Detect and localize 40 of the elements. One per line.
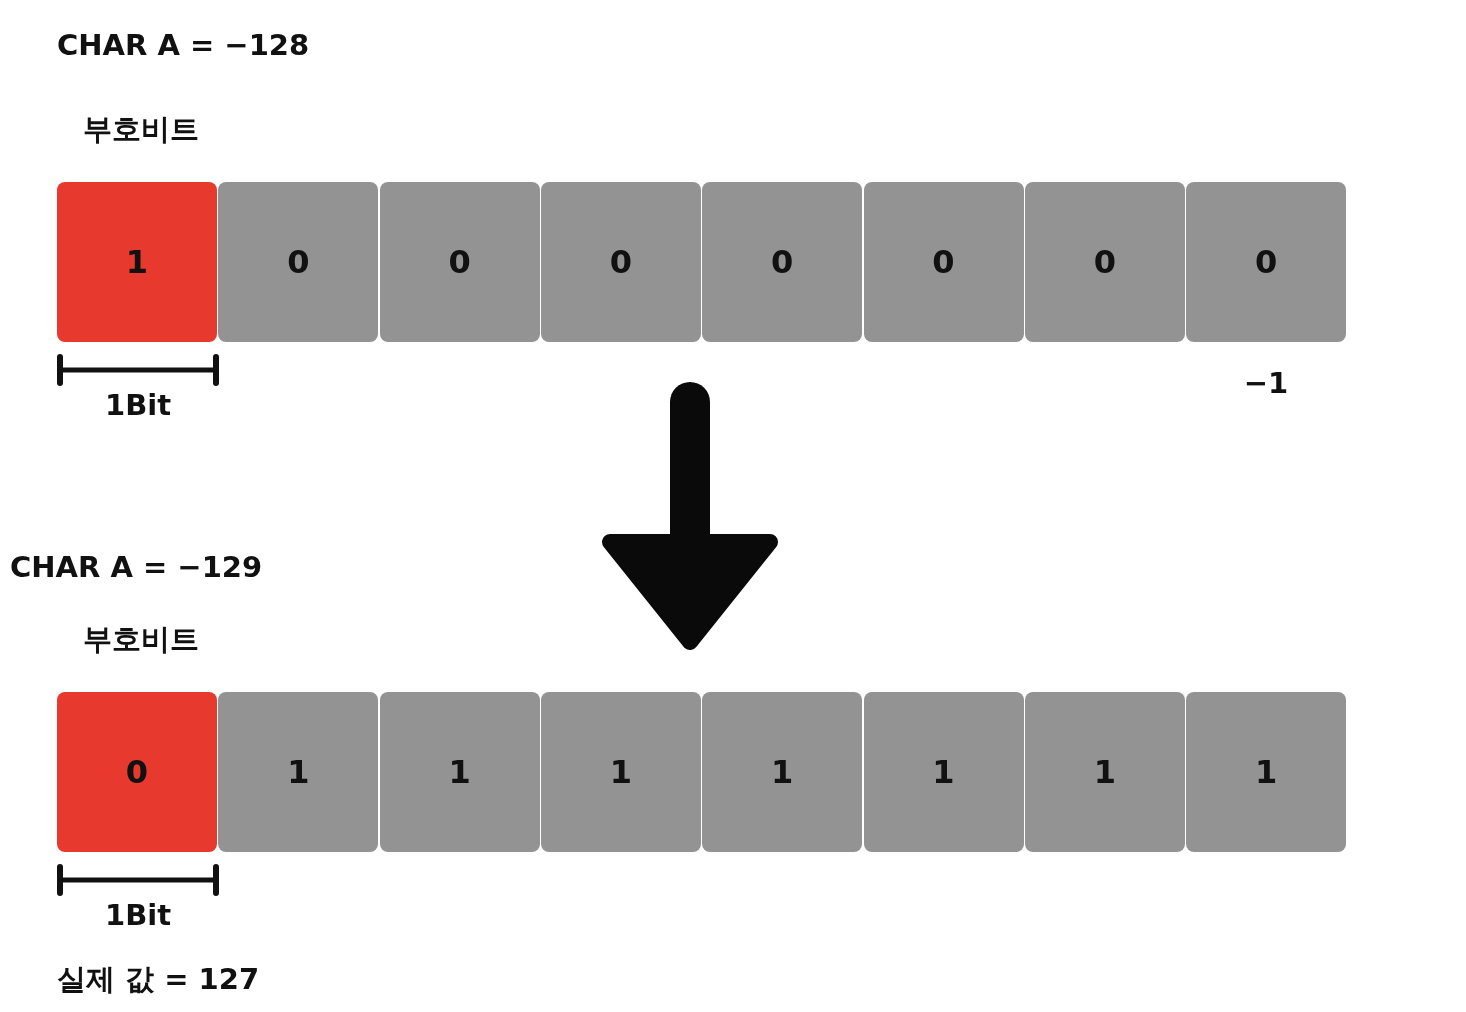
bit-cell bbox=[1024, 182, 1185, 342]
bit-value: 0 bbox=[125, 753, 149, 791]
bit-cell bbox=[702, 692, 863, 852]
bit-value: 0 bbox=[932, 243, 955, 281]
bit-cell bbox=[1186, 182, 1347, 342]
bit-width-label: 1Bit bbox=[104, 898, 172, 932]
bit-cell bbox=[863, 182, 1024, 342]
actual-value-label: 실제 값 = 127 bbox=[57, 961, 260, 998]
bit-value: 1 bbox=[125, 243, 149, 281]
bit-cell bbox=[540, 692, 701, 852]
bit-value: 0 bbox=[609, 243, 632, 281]
title-label: CHAR A = −129 bbox=[10, 550, 263, 584]
bit-value: 0 bbox=[1093, 243, 1116, 281]
bit-value: 1 bbox=[932, 753, 955, 791]
bit-cell bbox=[379, 182, 540, 342]
bit-value: 0 bbox=[448, 243, 471, 281]
sign-bit-cell bbox=[57, 692, 217, 852]
bit-value: 0 bbox=[771, 243, 794, 281]
title-label: CHAR A = −128 bbox=[57, 28, 310, 62]
bit-cell bbox=[1186, 692, 1347, 852]
bit-value: 1 bbox=[771, 753, 794, 791]
bit-value: 1 bbox=[609, 753, 632, 791]
sign-bit-label: 부호비트 bbox=[83, 111, 199, 148]
bit-width-label: 1Bit bbox=[104, 388, 172, 422]
bit-value: 0 bbox=[1254, 243, 1278, 281]
bit-cell bbox=[540, 182, 701, 342]
sign-bit-cell bbox=[57, 182, 217, 342]
bit-value: 0 bbox=[287, 243, 310, 281]
bit-cell bbox=[379, 692, 540, 852]
bit-cell bbox=[218, 692, 379, 852]
bit-cell bbox=[1024, 692, 1185, 852]
bit-cell bbox=[218, 182, 379, 342]
bit-cell bbox=[863, 692, 1024, 852]
bit-value: 1 bbox=[1254, 753, 1278, 791]
value-label: −1 bbox=[1243, 366, 1289, 400]
bit-value: 1 bbox=[448, 753, 471, 791]
bit-value: 1 bbox=[287, 753, 310, 791]
bit-value: 1 bbox=[1093, 753, 1116, 791]
sign-bit-label: 부호비트 bbox=[83, 621, 199, 658]
bit-cell bbox=[702, 182, 863, 342]
